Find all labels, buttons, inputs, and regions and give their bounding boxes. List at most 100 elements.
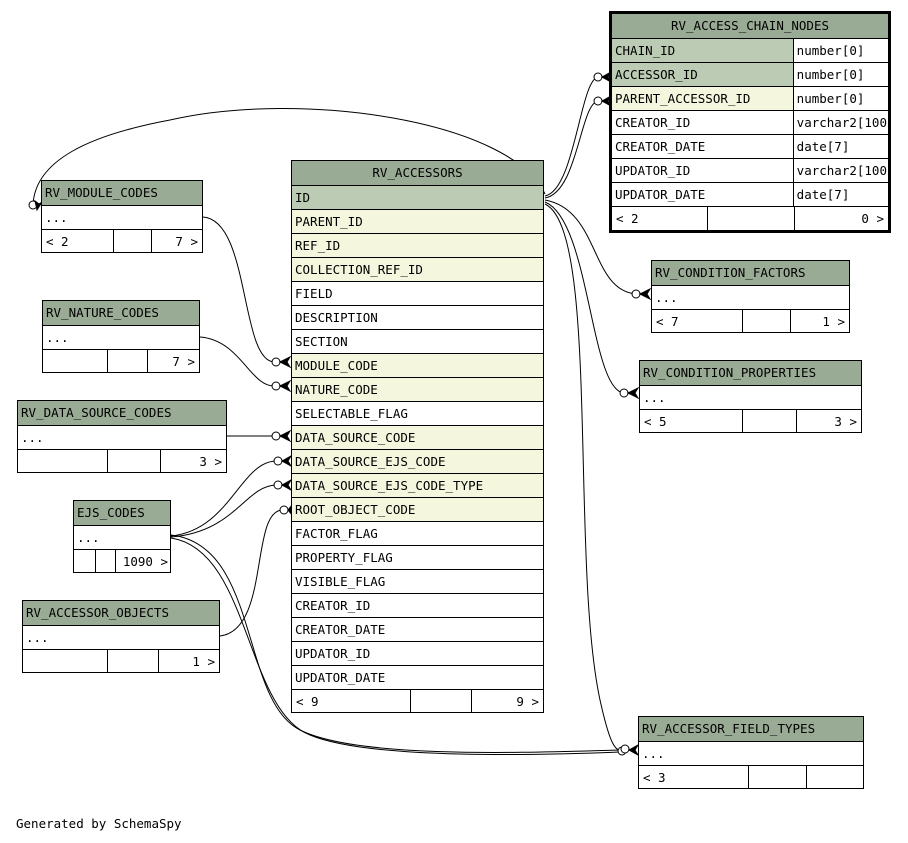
table-rv-accessor-objects[interactable]: RV_ACCESSOR_OBJECTS ... 1 > <box>22 600 220 673</box>
table-ejs-codes[interactable]: EJS_CODES ... 1090 > <box>73 500 171 573</box>
column-type: varchar2[100] <box>792 159 888 182</box>
collapsed-columns[interactable]: ... <box>639 742 863 766</box>
column-row[interactable]: PARENT_ID <box>292 210 543 234</box>
edge-accessors-condition-properties <box>544 201 625 394</box>
table-title: RV_NATURE_CODES <box>43 301 199 326</box>
child-count[interactable]: 9 > <box>471 690 543 713</box>
column-row[interactable]: VISIBLE_FLAG <box>292 570 543 594</box>
parent-count[interactable] <box>74 550 95 573</box>
footer-spacer <box>107 350 147 373</box>
table-footer: < 5 3 > <box>640 410 861 433</box>
column-row[interactable]: SELECTABLE_FLAG <box>292 402 543 426</box>
child-count[interactable] <box>806 766 863 789</box>
table-rv-module-codes[interactable]: RV_MODULE_CODES ... < 2 7 > <box>41 180 203 253</box>
column-row[interactable]: ACCESSOR_ID number[0] <box>612 63 888 87</box>
column-row[interactable]: COLLECTION_REF_ID <box>292 258 543 282</box>
column-row[interactable]: UPDATOR_DATE <box>292 666 543 690</box>
column-row[interactable]: MODULE_CODE <box>292 354 543 378</box>
column-type: number[0] <box>792 63 888 86</box>
column-row[interactable]: SECTION <box>292 330 543 354</box>
table-rv-condition-factors[interactable]: RV_CONDITION_FACTORS ... < 7 1 > <box>651 260 850 333</box>
collapsed-columns[interactable]: ... <box>74 526 170 550</box>
column-row[interactable]: FIELD <box>292 282 543 306</box>
footer-spacer <box>742 310 790 333</box>
column-row[interactable]: CREATOR_ID varchar2[100] <box>612 111 888 135</box>
column-row[interactable]: DATA_SOURCE_EJS_CODE <box>292 450 543 474</box>
table-rv-accessors[interactable]: RV_ACCESSORS ID PARENT_ID REF_ID COLLECT… <box>291 160 544 713</box>
column-name: CHAIN_ID <box>615 43 676 58</box>
parent-count[interactable]: < 5 <box>644 414 667 429</box>
parent-count[interactable]: < 9 <box>296 694 319 709</box>
parent-count[interactable]: < 3 <box>643 770 666 785</box>
column-name: UPDATOR_DATE <box>615 187 706 202</box>
edge-ejs-field-types-b <box>170 537 621 756</box>
column-name: DATA_SOURCE_EJS_CODE <box>295 454 446 469</box>
table-title: RV_ACCESSORS <box>292 161 543 186</box>
table-title: RV_ACCESSOR_FIELD_TYPES <box>639 717 863 742</box>
child-count[interactable]: 7 > <box>151 230 202 253</box>
column-row[interactable]: FACTOR_FLAG <box>292 522 543 546</box>
child-count[interactable]: 1090 > <box>115 550 170 573</box>
child-count[interactable]: 3 > <box>796 410 861 433</box>
table-title: RV_CONDITION_FACTORS <box>652 261 849 286</box>
column-name: PARENT_ACCESSOR_ID <box>615 91 751 106</box>
column-row[interactable]: UPDATOR_ID <box>292 642 543 666</box>
column-row[interactable]: PARENT_ACCESSOR_ID number[0] <box>612 87 888 111</box>
column-name: REF_ID <box>295 238 341 253</box>
footer-spacer <box>107 650 158 673</box>
edge-accessors-field-types <box>544 203 623 752</box>
collapsed-columns[interactable]: ... <box>640 386 861 410</box>
table-rv-condition-properties[interactable]: RV_CONDITION_PROPERTIES ... < 5 3 > <box>639 360 862 433</box>
table-rv-accessor-field-types[interactable]: RV_ACCESSOR_FIELD_TYPES ... < 3 <box>638 716 864 789</box>
column-row[interactable]: REF_ID <box>292 234 543 258</box>
table-rv-access-chain-nodes[interactable]: RV_ACCESS_CHAIN_NODES CHAIN_ID number[0]… <box>609 11 891 233</box>
parent-count[interactable]: < 2 <box>616 211 639 226</box>
column-name: FACTOR_FLAG <box>295 526 378 541</box>
column-row[interactable]: UPDATOR_ID varchar2[100] <box>612 159 888 183</box>
column-name: ROOT_OBJECT_CODE <box>295 502 416 517</box>
collapsed-columns[interactable]: ... <box>652 286 849 310</box>
column-row[interactable]: DESCRIPTION <box>292 306 543 330</box>
column-row[interactable]: UPDATOR_DATE date[7] <box>612 183 888 207</box>
collapsed-columns[interactable]: ... <box>23 626 219 650</box>
column-row[interactable]: DATA_SOURCE_CODE <box>292 426 543 450</box>
column-name: SELECTABLE_FLAG <box>295 406 408 421</box>
parent-count[interactable] <box>18 450 107 473</box>
edge-accessors-condition-factors <box>544 199 637 295</box>
column-name: DATA_SOURCE_CODE <box>295 430 416 445</box>
collapsed-columns[interactable]: ... <box>42 206 202 230</box>
column-name: CREATOR_ID <box>295 598 371 613</box>
table-rv-data-source-codes[interactable]: RV_DATA_SOURCE_CODES ... 3 > <box>17 400 227 473</box>
column-row[interactable]: ID <box>292 186 543 210</box>
child-count[interactable]: 1 > <box>790 310 849 333</box>
parent-count[interactable]: < 7 <box>656 314 679 329</box>
child-count[interactable]: 0 > <box>794 207 888 230</box>
column-name: ID <box>295 190 311 205</box>
column-row[interactable]: NATURE_CODE <box>292 378 543 402</box>
parent-count[interactable] <box>43 350 107 373</box>
column-row[interactable]: PROPERTY_FLAG <box>292 546 543 570</box>
footer-spacer <box>113 230 151 253</box>
column-row[interactable]: CREATOR_DATE <box>292 618 543 642</box>
column-name: DATA_SOURCE_EJS_CODE_TYPE <box>295 478 484 493</box>
column-row[interactable]: CHAIN_ID number[0] <box>612 39 888 63</box>
collapsed-columns[interactable]: ... <box>18 426 226 450</box>
child-count[interactable]: 7 > <box>147 350 199 373</box>
table-rv-nature-codes[interactable]: RV_NATURE_CODES ... 7 > <box>42 300 200 373</box>
footer-spacer <box>95 550 115 573</box>
column-row[interactable]: CREATOR_DATE date[7] <box>612 135 888 159</box>
column-name: UPDATOR_ID <box>295 646 371 661</box>
column-row[interactable]: ROOT_OBJECT_CODE <box>292 498 543 522</box>
parent-count[interactable]: < 2 <box>46 234 69 249</box>
child-count[interactable]: 3 > <box>160 450 226 473</box>
table-title: RV_ACCESS_CHAIN_NODES <box>612 14 888 39</box>
edge-nature-code <box>199 336 275 387</box>
collapsed-columns[interactable]: ... <box>43 326 199 350</box>
column-row[interactable]: DATA_SOURCE_EJS_CODE_TYPE <box>292 474 543 498</box>
parent-count[interactable] <box>23 650 107 673</box>
column-row[interactable]: CREATOR_ID <box>292 594 543 618</box>
column-name: UPDATOR_ID <box>615 163 691 178</box>
column-name: CREATOR_DATE <box>295 622 386 637</box>
child-count[interactable]: 1 > <box>158 650 219 673</box>
